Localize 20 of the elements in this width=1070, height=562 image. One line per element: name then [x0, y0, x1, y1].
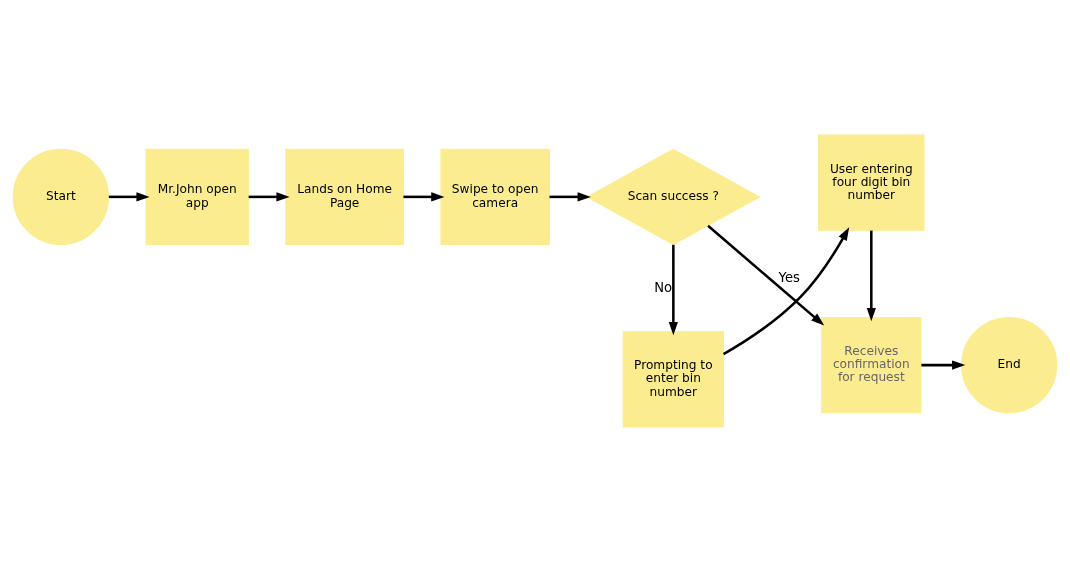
- node-box: Swipe to open camera: [440, 148, 550, 245]
- node-circle: End: [961, 317, 1058, 414]
- edge-label: Yes: [778, 270, 800, 286]
- edge-label: No: [654, 279, 673, 295]
- arrow: [108, 192, 150, 202]
- arrow: [549, 192, 591, 202]
- node-box: Receives confirmation for request: [821, 317, 922, 414]
- node-diamond: Scan success ?: [586, 148, 761, 246]
- arrow: [722, 227, 850, 356]
- arrow: [403, 192, 445, 202]
- arrow: [707, 224, 825, 326]
- node-box: Prompting to enter bin number: [622, 331, 724, 428]
- node-circle: Start: [12, 148, 109, 245]
- arrow: [866, 230, 876, 322]
- arrow: [668, 244, 678, 336]
- arrow: [921, 360, 966, 370]
- node-box: Lands on Home Page: [285, 148, 404, 245]
- node-box: User entering four digit bin number: [818, 134, 925, 231]
- node-box: Mr.John open app: [145, 148, 249, 245]
- arrow: [248, 192, 290, 202]
